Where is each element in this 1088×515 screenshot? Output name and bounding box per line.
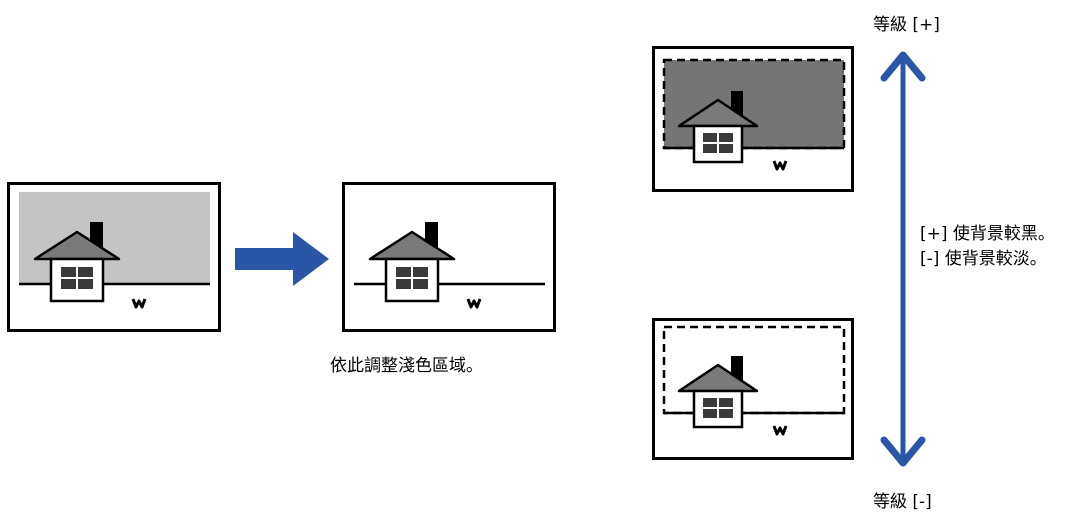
house-icon — [677, 91, 759, 164]
adjusted-image-panel — [342, 182, 556, 332]
adjust-caption: 依此調整淺色區域。 — [330, 356, 483, 376]
level-scale-arrow-icon — [880, 51, 926, 467]
dark-background-area — [662, 58, 846, 150]
right-arrow-icon — [235, 232, 329, 286]
level-note-line2: [-] 使背景較淡。 — [920, 249, 1047, 269]
grass-icon — [131, 298, 147, 309]
level-minus-label: 等級 [-] — [873, 492, 932, 512]
level-note-line1: [+] 使背景較黑。 — [920, 224, 1055, 244]
house-icon — [677, 356, 759, 429]
grass-icon — [772, 160, 788, 171]
level-plus-label: 等級 [+] — [873, 15, 940, 35]
house-icon — [368, 222, 456, 303]
original-image-panel — [7, 182, 221, 332]
level-plus-panel — [652, 46, 854, 192]
grass-icon — [772, 425, 788, 436]
light-background-area — [662, 325, 846, 415]
grass-icon — [466, 298, 482, 309]
light-background-area — [19, 192, 210, 284]
level-minus-panel — [652, 318, 854, 460]
house-icon — [33, 222, 121, 303]
